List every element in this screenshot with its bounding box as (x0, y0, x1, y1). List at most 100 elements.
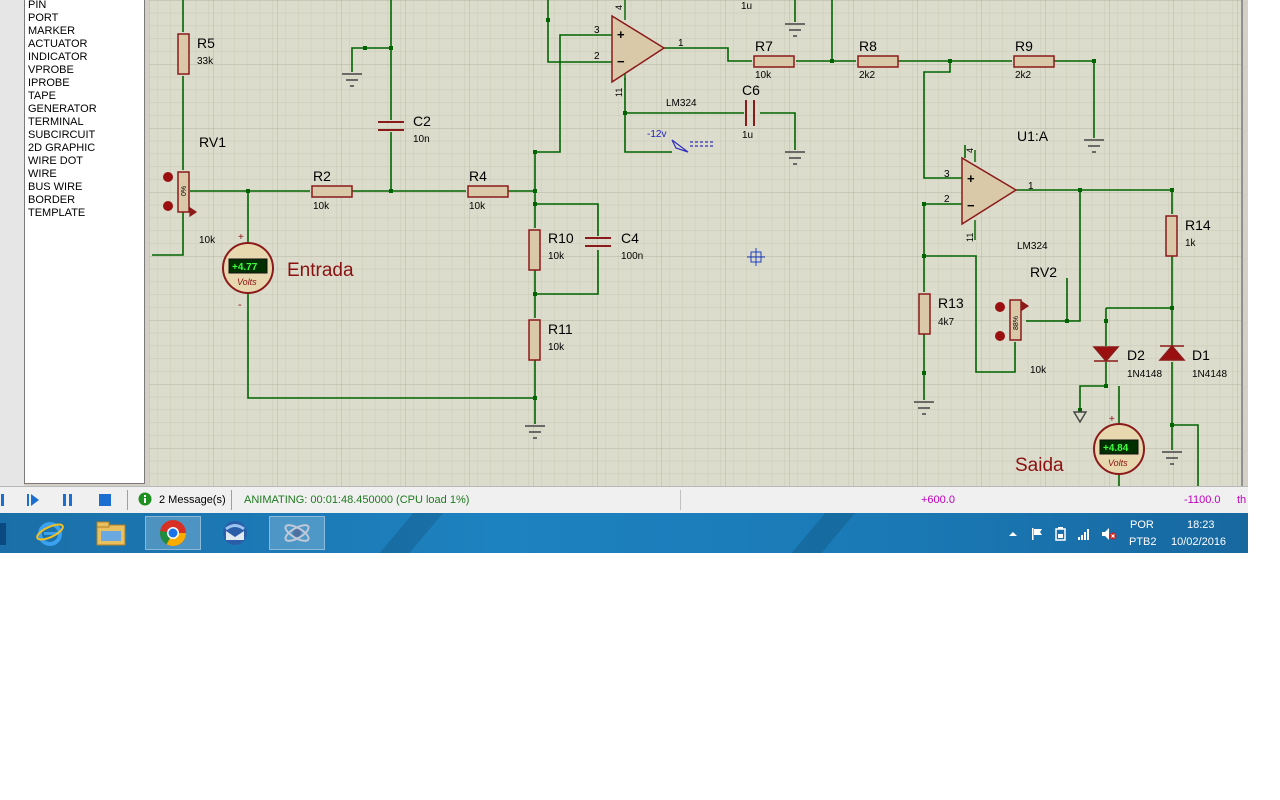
value-r7: 10k (755, 70, 772, 81)
resistor-r7[interactable] (753, 55, 795, 68)
voltmeter-saida-reading: +4.84 (1103, 443, 1129, 454)
mode-item[interactable]: TERMINAL (28, 116, 84, 128)
value-c4: 100n (621, 251, 643, 262)
taskbar-decor (362, 513, 444, 553)
potentiometer-rv2[interactable] (1009, 299, 1022, 341)
input-language[interactable]: POR (1130, 519, 1154, 531)
mode-item[interactable]: ACTUATOR (28, 38, 88, 50)
label-entrada: Entrada (287, 260, 354, 281)
messages-button[interactable] (138, 492, 152, 506)
label-r10: R10 (548, 230, 574, 246)
resistor-r2[interactable] (311, 185, 353, 198)
info-icon (138, 492, 152, 506)
pct-rv2: 88% (1013, 316, 1020, 330)
pot-control-buttons[interactable] (163, 172, 1005, 341)
pin11-u1: 11 (965, 233, 975, 242)
resistor-r11[interactable] (528, 319, 541, 361)
value-top-1u: 1u (741, 1, 752, 12)
svg-text:+: + (967, 171, 975, 186)
opamp-u2[interactable] (611, 14, 666, 84)
voltmeter-entrada-plus: + (238, 232, 244, 243)
taskbar-thunderbird[interactable] (207, 516, 263, 550)
value-r10: 10k (548, 251, 565, 262)
schematic-drawing[interactable]: +− +− (149, 0, 1243, 486)
pin1-u1: 1 (1028, 181, 1034, 192)
signal-icon[interactable] (1077, 527, 1091, 541)
thunderbird-icon (223, 521, 247, 545)
resistor-r14[interactable] (1165, 215, 1178, 257)
clock-date[interactable]: 10/02/2016 (1171, 536, 1227, 548)
mode-item[interactable]: INDICATOR (28, 51, 88, 63)
mode-item[interactable]: WIRE DOT (28, 155, 83, 167)
resistor-r4[interactable] (467, 185, 509, 198)
resistors[interactable] (177, 33, 1178, 361)
folder-icon (96, 521, 126, 546)
generator-neg12v[interactable] (671, 139, 714, 153)
mode-item[interactable]: TAPE (28, 90, 56, 102)
status-divider (680, 490, 681, 510)
stop-button[interactable] (96, 491, 114, 509)
chevron-up-icon[interactable] (1006, 527, 1020, 541)
flag-icon[interactable] (1030, 527, 1044, 541)
opamp-signs: +− +− (617, 27, 975, 213)
label-c4: C4 (621, 230, 639, 246)
mode-item[interactable]: BUS WIRE (28, 181, 83, 193)
diodes[interactable] (1092, 344, 1186, 363)
value-r4: 10k (469, 201, 486, 212)
mode-item[interactable]: VPROBE (28, 64, 74, 76)
capacitors[interactable] (378, 100, 755, 247)
junction-dots (246, 18, 1174, 427)
step-back-button[interactable] (0, 491, 18, 509)
mode-item[interactable]: PIN (28, 0, 47, 11)
resistor-r13[interactable] (918, 293, 931, 335)
resistor-r10[interactable] (528, 229, 541, 271)
value-r13: 4k7 (938, 317, 955, 328)
value-c6: 1u (742, 130, 753, 141)
resistor-r8[interactable] (857, 55, 899, 68)
label-neg12v: -12v (647, 129, 666, 140)
messages-count[interactable]: 2 Message(s) (159, 494, 226, 506)
mode-item[interactable]: PORT (28, 12, 59, 24)
voltmeter-entrada[interactable] (222, 242, 274, 294)
mode-item[interactable]: MARKER (28, 25, 76, 37)
potentiometer-rv1[interactable] (177, 171, 190, 213)
clock-time[interactable]: 18:23 (1187, 519, 1215, 531)
mode-item[interactable]: SUBCIRCUIT (28, 129, 96, 141)
taskbar-chrome[interactable] (145, 516, 201, 550)
resistor-r5[interactable] (177, 33, 190, 75)
opamps[interactable] (611, 14, 1018, 226)
pin11-u2: 11 (614, 88, 624, 97)
keyboard-layout[interactable]: PTB2 (1129, 536, 1157, 548)
battery-icon[interactable] (1054, 527, 1068, 541)
cursor-y-coordinate: -1100.0 (1184, 494, 1221, 506)
label-d1: D1 (1192, 347, 1210, 363)
label-d2: D2 (1127, 347, 1145, 363)
left-toolbar-strip (0, 0, 24, 486)
proteus-icon (284, 524, 310, 542)
schematic-canvas[interactable]: +− +− (149, 0, 1243, 486)
voltmeter-saida[interactable] (1093, 423, 1145, 475)
taskbar-proteus-isis[interactable] (269, 516, 325, 550)
opamp-u1a[interactable] (961, 156, 1018, 226)
mode-item[interactable]: TEMPLATE (28, 207, 86, 219)
voltmeter-saida-plus: + (1109, 414, 1115, 425)
mode-item[interactable]: GENERATOR (28, 103, 97, 115)
mode-item[interactable]: 2D GRAPHIC (28, 142, 96, 154)
mode-item[interactable]: WIRE (28, 168, 57, 180)
volume-muted-icon[interactable] (1101, 527, 1117, 541)
play-button[interactable] (24, 491, 42, 509)
resistor-r9[interactable] (1013, 55, 1055, 68)
label-r5: R5 (197, 35, 215, 51)
taskbar-file-explorer[interactable] (83, 516, 139, 550)
mode-item[interactable]: BORDER (28, 194, 76, 206)
pause-button[interactable] (59, 491, 77, 509)
value-rv1: 10k (199, 235, 216, 246)
start-button-edge[interactable] (0, 523, 6, 545)
taskbar-internet-explorer[interactable] (22, 516, 78, 550)
diode-d2 (1092, 346, 1120, 363)
capacitor-c6 (745, 100, 755, 126)
mode-item[interactable]: IPROBE (28, 77, 70, 89)
panel-separator[interactable] (145, 0, 149, 486)
